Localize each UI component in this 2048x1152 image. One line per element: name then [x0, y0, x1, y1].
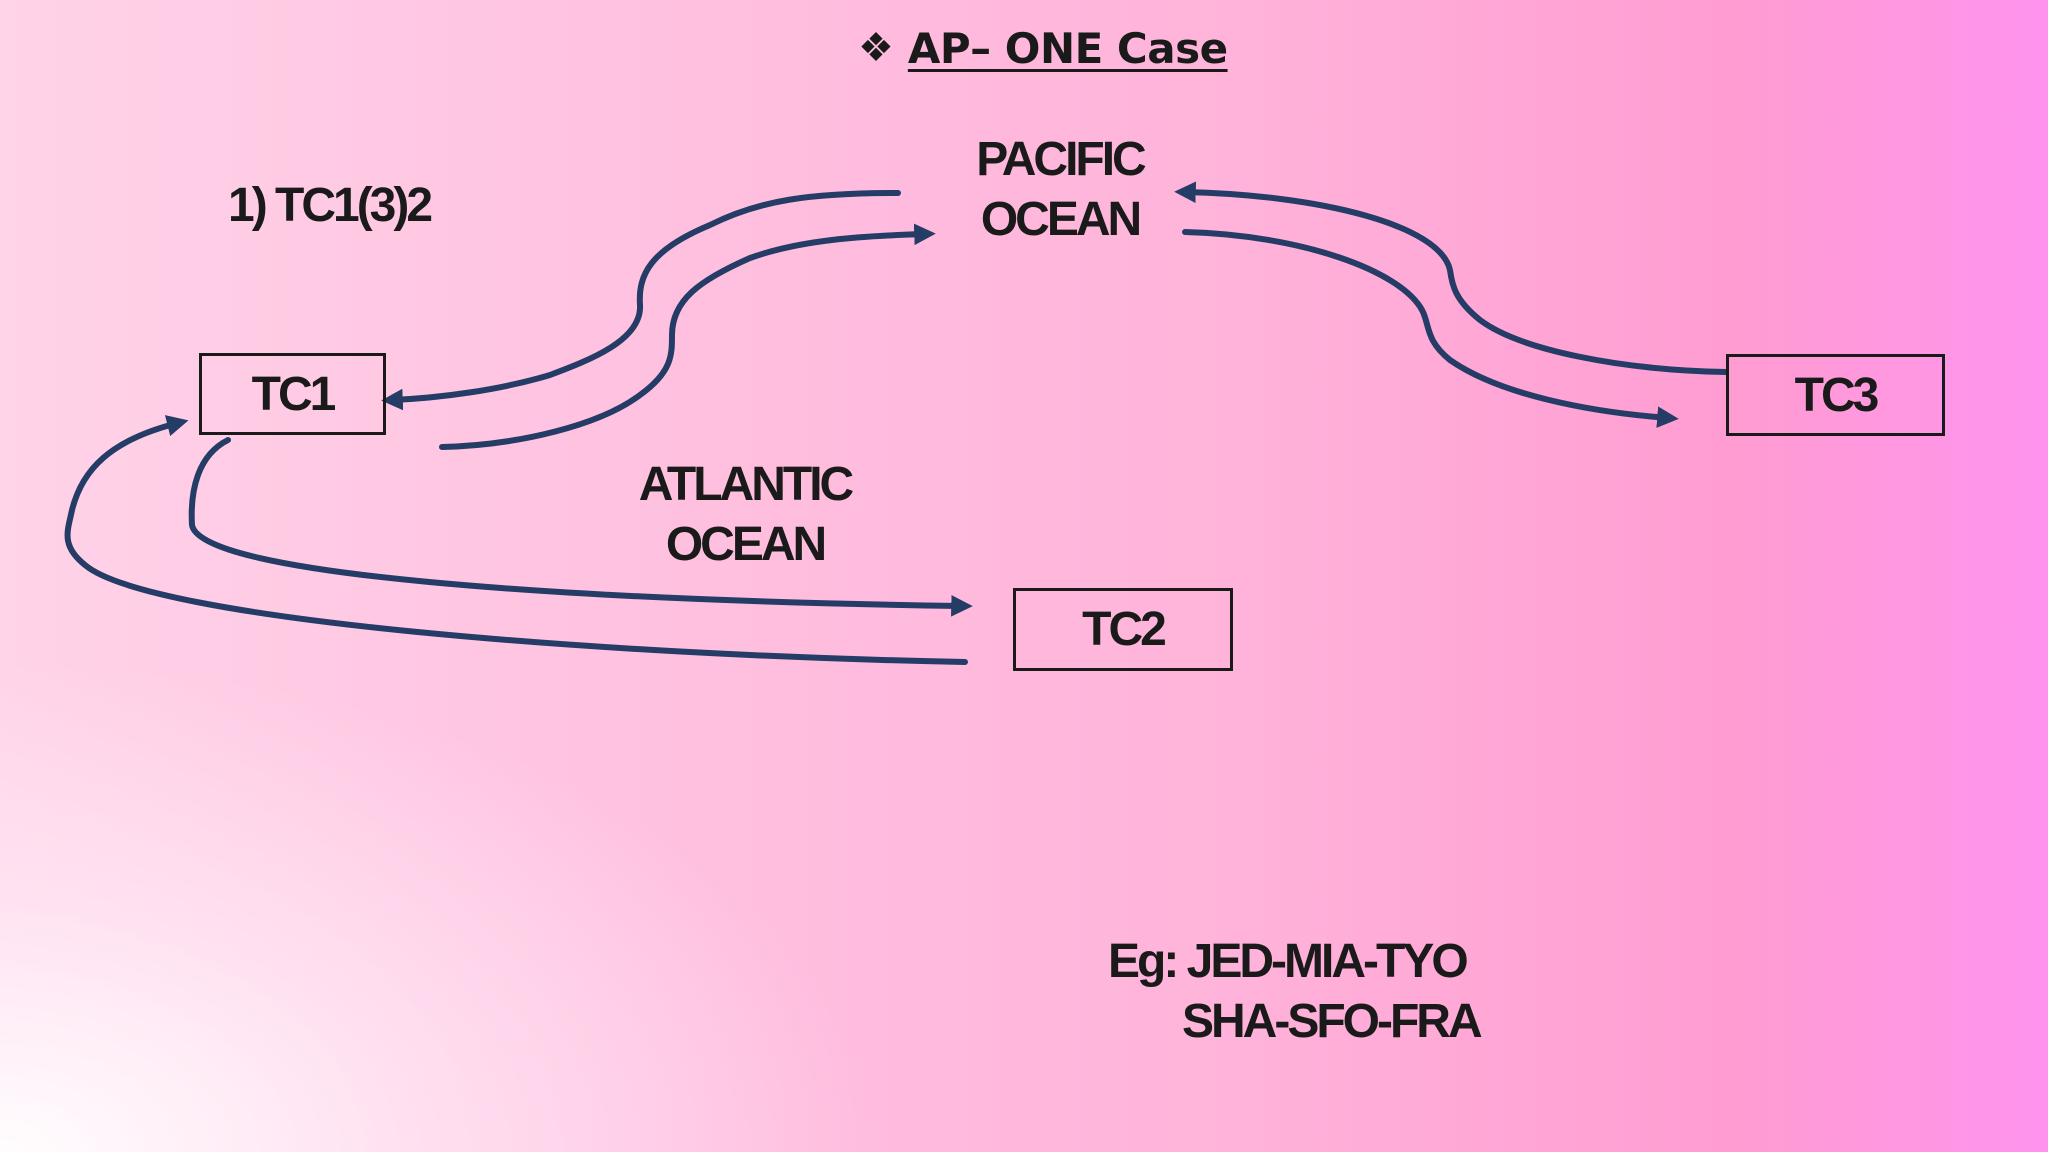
arrow-tc3-to-pacific	[1174, 181, 1729, 375]
arrow-pacific-to-tc3	[1182, 229, 1679, 428]
arrow-tc2-to-tc1	[64, 415, 968, 665]
tc1-box: TC1	[199, 353, 386, 435]
arrow-tc1-to-tc2	[188, 437, 973, 617]
slide-title: ❖ AP– ONE Case	[858, 18, 1228, 78]
tc2-box: TC2	[1013, 588, 1233, 671]
diamond-bullet-icon: ❖	[858, 26, 894, 70]
title-text: AP– ONE Case	[907, 23, 1228, 73]
atlantic-line-2: OCEAN	[665, 518, 827, 571]
atlantic-line-1: ATLANTIC	[638, 458, 854, 511]
example-routes: Eg: JED-MIA-TYO SHA-SFO-FRA	[1108, 932, 1483, 1052]
example-line-1: Eg: JED-MIA-TYO	[1108, 935, 1469, 988]
example-line-2: SHA-SFO-FRA	[1182, 995, 1483, 1048]
arrow-pacific-to-tc1	[381, 190, 901, 411]
case-label: 1) TC1(3)2	[228, 179, 433, 232]
pacific-ocean-label: PACIFIC OCEAN	[940, 130, 1180, 250]
pacific-line-2: OCEAN	[980, 193, 1142, 246]
atlantic-ocean-label: ATLANTIC OCEAN	[615, 455, 875, 575]
arrow-tc1-to-pacific	[439, 223, 936, 450]
tc3-box: TC3	[1726, 354, 1945, 436]
pacific-line-1: PACIFIC	[976, 133, 1146, 186]
